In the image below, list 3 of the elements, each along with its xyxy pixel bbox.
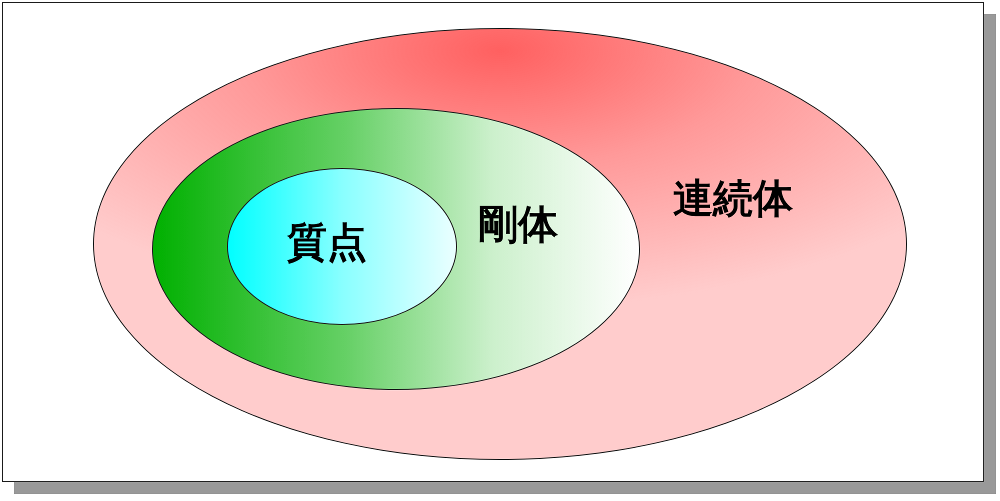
region-label: 剛体: [478, 205, 558, 245]
region-label: 連続体: [673, 179, 793, 219]
region-label: 質点: [287, 223, 367, 263]
